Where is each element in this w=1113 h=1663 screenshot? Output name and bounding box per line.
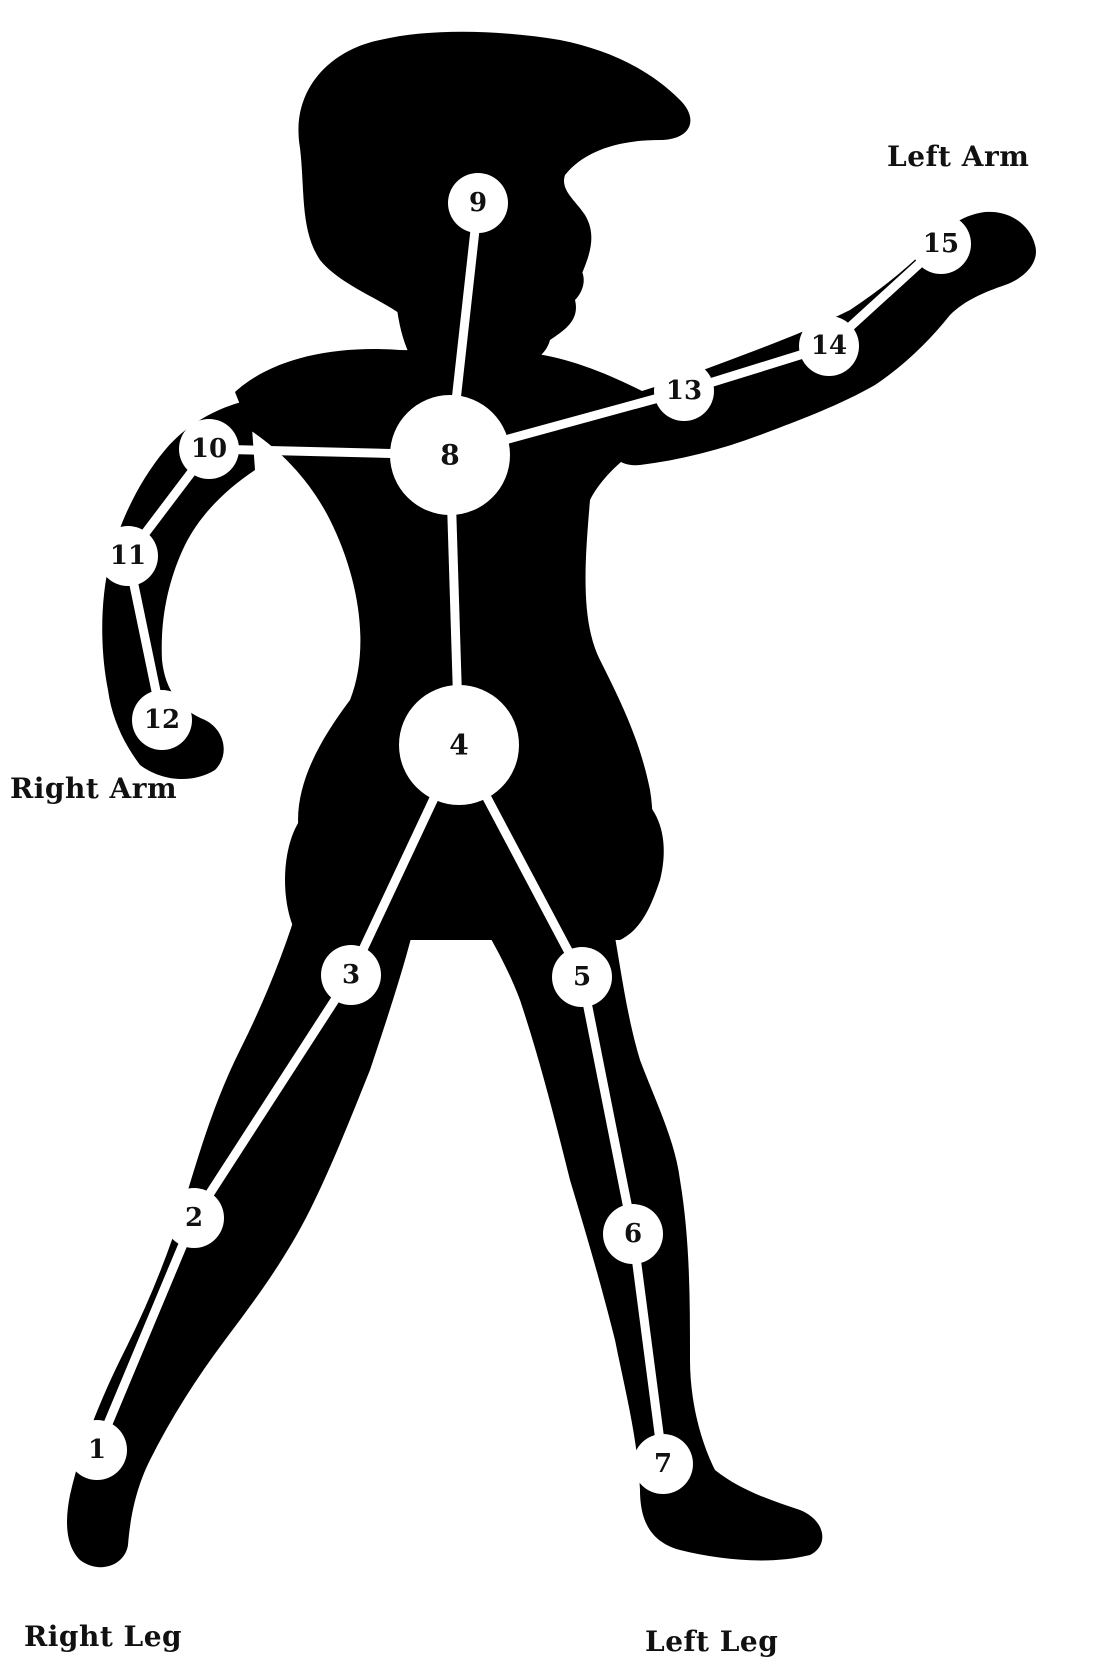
joint-15: 15	[911, 214, 971, 274]
joint-number-7: 7	[654, 1449, 672, 1479]
joint-number-11: 11	[110, 541, 146, 571]
joint-number-8: 8	[440, 439, 459, 472]
joint-number-12: 12	[144, 705, 180, 735]
joint-number-1: 1	[88, 1435, 106, 1465]
warrior-silhouette	[67, 32, 1036, 1567]
joint-4: 4	[399, 685, 519, 805]
joint-8: 8	[390, 395, 510, 515]
joint-7: 7	[633, 1434, 693, 1494]
joint-1: 1	[67, 1420, 127, 1480]
joint-12: 12	[132, 690, 192, 750]
joint-number-2: 2	[185, 1203, 203, 1233]
right-arm-label: Right Arm	[10, 772, 177, 805]
joint-number-3: 3	[342, 960, 360, 990]
joint-11: 11	[98, 526, 158, 586]
joint-number-4: 4	[449, 729, 468, 762]
joint-14: 14	[799, 316, 859, 376]
right-leg-label: Right Leg	[24, 1620, 182, 1653]
left-leg-label: Left Leg	[645, 1625, 778, 1658]
joint-6: 6	[603, 1204, 663, 1264]
joint-number-10: 10	[191, 434, 227, 464]
joint-3: 3	[321, 945, 381, 1005]
left-arm-label: Left Arm	[887, 140, 1029, 173]
joint-9: 9	[448, 173, 508, 233]
joint-number-6: 6	[624, 1219, 642, 1249]
joint-number-14: 14	[811, 331, 847, 361]
joint-10: 10	[179, 419, 239, 479]
joint-number-15: 15	[923, 229, 959, 259]
joint-number-13: 13	[666, 376, 702, 406]
joint-5: 5	[552, 947, 612, 1007]
joint-2: 2	[164, 1188, 224, 1248]
joint-13: 13	[654, 361, 714, 421]
joint-number-9: 9	[469, 188, 487, 218]
joint-number-5: 5	[573, 962, 591, 992]
